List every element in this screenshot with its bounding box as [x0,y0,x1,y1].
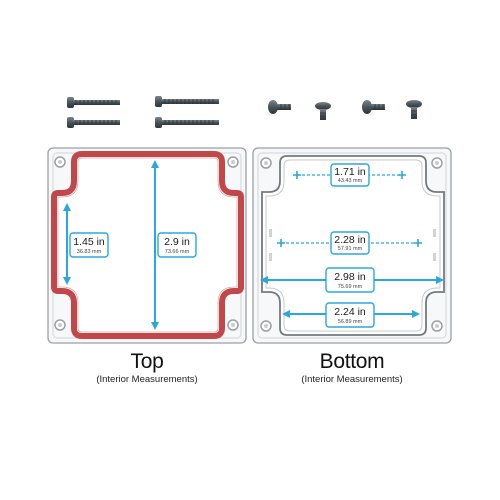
bottom-subtitle: (Interior Measurements) [301,374,403,385]
short-screw-icon [268,100,291,114]
long-screw-icon [155,96,219,107]
bottom-measure-3: 2.98 in 75.69 mm [260,267,444,293]
top-title: Top [130,350,164,373]
corner-hole-icon [431,320,443,332]
bottom-measure-4: 2.24 in 56.89 mm [282,302,420,328]
bottom-caption: Bottom (Interior Measurements) [253,350,451,385]
top-width-in: 2.9 in [164,236,190,248]
corner-hole-icon [431,157,443,169]
short-screw-icon [315,102,331,120]
bottom-measure-1-in: 1.71 in [334,166,366,178]
top-enclosure: 1.45 in 36.83 mm 2.9 in 73.66 mm [47,147,247,344]
corner-hole-icon [54,319,66,331]
top-caption: Top (Interior Measurements) [48,350,246,385]
bottom-measure-3-mm: 75.69 mm [338,284,363,290]
bottom-measure-1-mm: 43.43 mm [338,178,363,184]
long-screw-icon [67,117,120,128]
corner-hole-icon [227,156,239,168]
top-subtitle: (Interior Measurements) [96,374,198,385]
bottom-measure-2: 2.28 in 57.91 mm [277,231,422,255]
corner-hole-icon [260,157,272,169]
bottom-measure-2-in: 2.28 in [334,234,366,246]
bottom-measure-3-in: 2.98 in [334,271,366,283]
short-screw-icon [362,100,385,114]
top-height-in: 1.45 in [73,236,105,248]
top-height-mm: 36.83 mm [77,249,102,255]
bottom-measure-1: 1.71 in 43.43 mm [293,163,406,187]
bottom-enclosure: 1.71 in 43.43 mm 2.28 in 57.91 mm 2.98 i… [252,147,452,344]
bottom-measure-2-mm: 57.91 mm [338,246,363,252]
corner-hole-icon [260,320,272,332]
long-screw-icon [155,117,219,128]
top-gasket [51,151,244,339]
corner-hole-icon [54,156,66,168]
bottom-measure-4-mm: 56.89 mm [338,319,363,325]
bottom-title: Bottom [319,350,385,373]
bottom-measure-4-in: 2.24 in [334,306,366,318]
short-screw-icon [406,100,422,119]
top-width-mm: 73.66 mm [165,249,190,255]
corner-hole-icon [227,319,239,331]
long-screw-icon [67,97,120,108]
